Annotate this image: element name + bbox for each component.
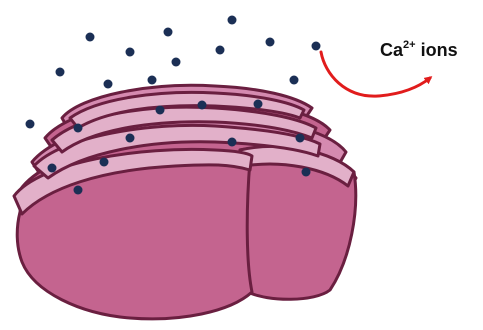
ion: [100, 158, 109, 167]
ion: [56, 68, 65, 77]
ion: [26, 120, 35, 129]
ion: [126, 134, 135, 143]
calcium-ions-label: Ca2+ ions: [380, 41, 458, 59]
ion: [302, 168, 311, 177]
ion: [48, 164, 57, 173]
ion-charge: 2+: [403, 39, 416, 51]
ion: [312, 42, 321, 51]
ion: [86, 33, 95, 42]
ion: [216, 46, 225, 55]
organelle-body: [14, 85, 356, 319]
ion: [228, 138, 237, 147]
ions-word: ions: [421, 40, 458, 60]
ion: [254, 100, 263, 109]
ion: [172, 58, 181, 67]
ion: [198, 101, 207, 110]
ion: [74, 124, 83, 133]
ion: [126, 48, 135, 57]
ion: [296, 134, 305, 143]
ion: [148, 76, 157, 85]
ion: [104, 80, 113, 89]
ion: [74, 186, 83, 195]
ion: [266, 38, 275, 47]
ion: [290, 76, 299, 85]
element-symbol: Ca: [380, 40, 403, 60]
ion: [228, 16, 237, 25]
ion: [164, 28, 173, 37]
ion: [156, 106, 165, 115]
